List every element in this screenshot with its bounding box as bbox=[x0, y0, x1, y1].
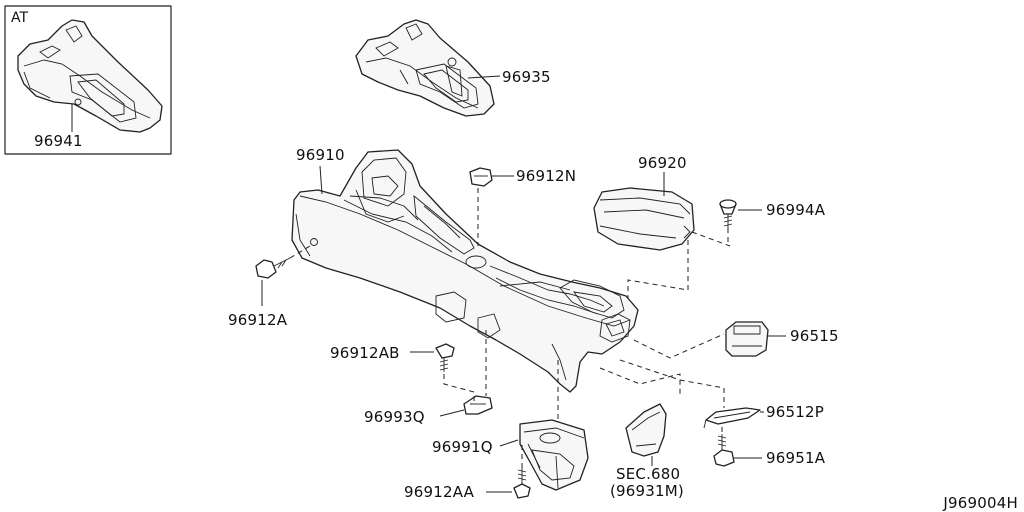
label-96993Q: 96993Q bbox=[364, 408, 425, 426]
part-96935-finisher bbox=[355, 19, 495, 117]
label-96931M: (96931M) bbox=[610, 482, 684, 500]
label-96912AA: 96912AA bbox=[404, 483, 475, 501]
part-96912AA-screw bbox=[513, 468, 531, 499]
label-96920: 96920 bbox=[638, 154, 687, 172]
part-96515-switch bbox=[725, 321, 769, 357]
label-96991Q: 96991Q bbox=[432, 438, 493, 456]
label-96994A: 96994A bbox=[766, 201, 826, 219]
label-sec680: SEC.680 bbox=[616, 465, 680, 483]
diagram-id: J969004H bbox=[942, 494, 1018, 512]
label-96935: 96935 bbox=[502, 68, 551, 86]
part-96912A-screw bbox=[255, 257, 291, 279]
inset-tag: AT bbox=[11, 10, 28, 26]
part-96912N-clip bbox=[469, 167, 493, 187]
inset-at-box: AT 96941 bbox=[4, 5, 172, 155]
label-96912N: 96912N bbox=[516, 167, 576, 185]
label-96512P: 96512P bbox=[766, 403, 824, 421]
label-96515: 96515 bbox=[790, 327, 839, 345]
label-96912A: 96912A bbox=[228, 311, 288, 329]
part-96931M-side-cover bbox=[625, 403, 667, 457]
label-96951A: 96951A bbox=[766, 449, 826, 467]
label-96912AB: 96912AB bbox=[330, 344, 400, 362]
part-96912AB-screw bbox=[435, 343, 455, 372]
part-96994A-screw bbox=[719, 199, 737, 228]
part-96910-main-console bbox=[291, 149, 639, 393]
part-96993Q-bracket bbox=[463, 395, 493, 415]
inset-shifter-finisher bbox=[17, 19, 163, 133]
part-96951A-screw bbox=[713, 434, 735, 467]
label-96910: 96910 bbox=[296, 146, 345, 164]
label-96941: 96941 bbox=[34, 132, 83, 150]
part-96920-armrest bbox=[593, 187, 695, 251]
part-96991Q-bracket bbox=[519, 419, 589, 491]
part-96512P-bracket bbox=[703, 407, 761, 429]
